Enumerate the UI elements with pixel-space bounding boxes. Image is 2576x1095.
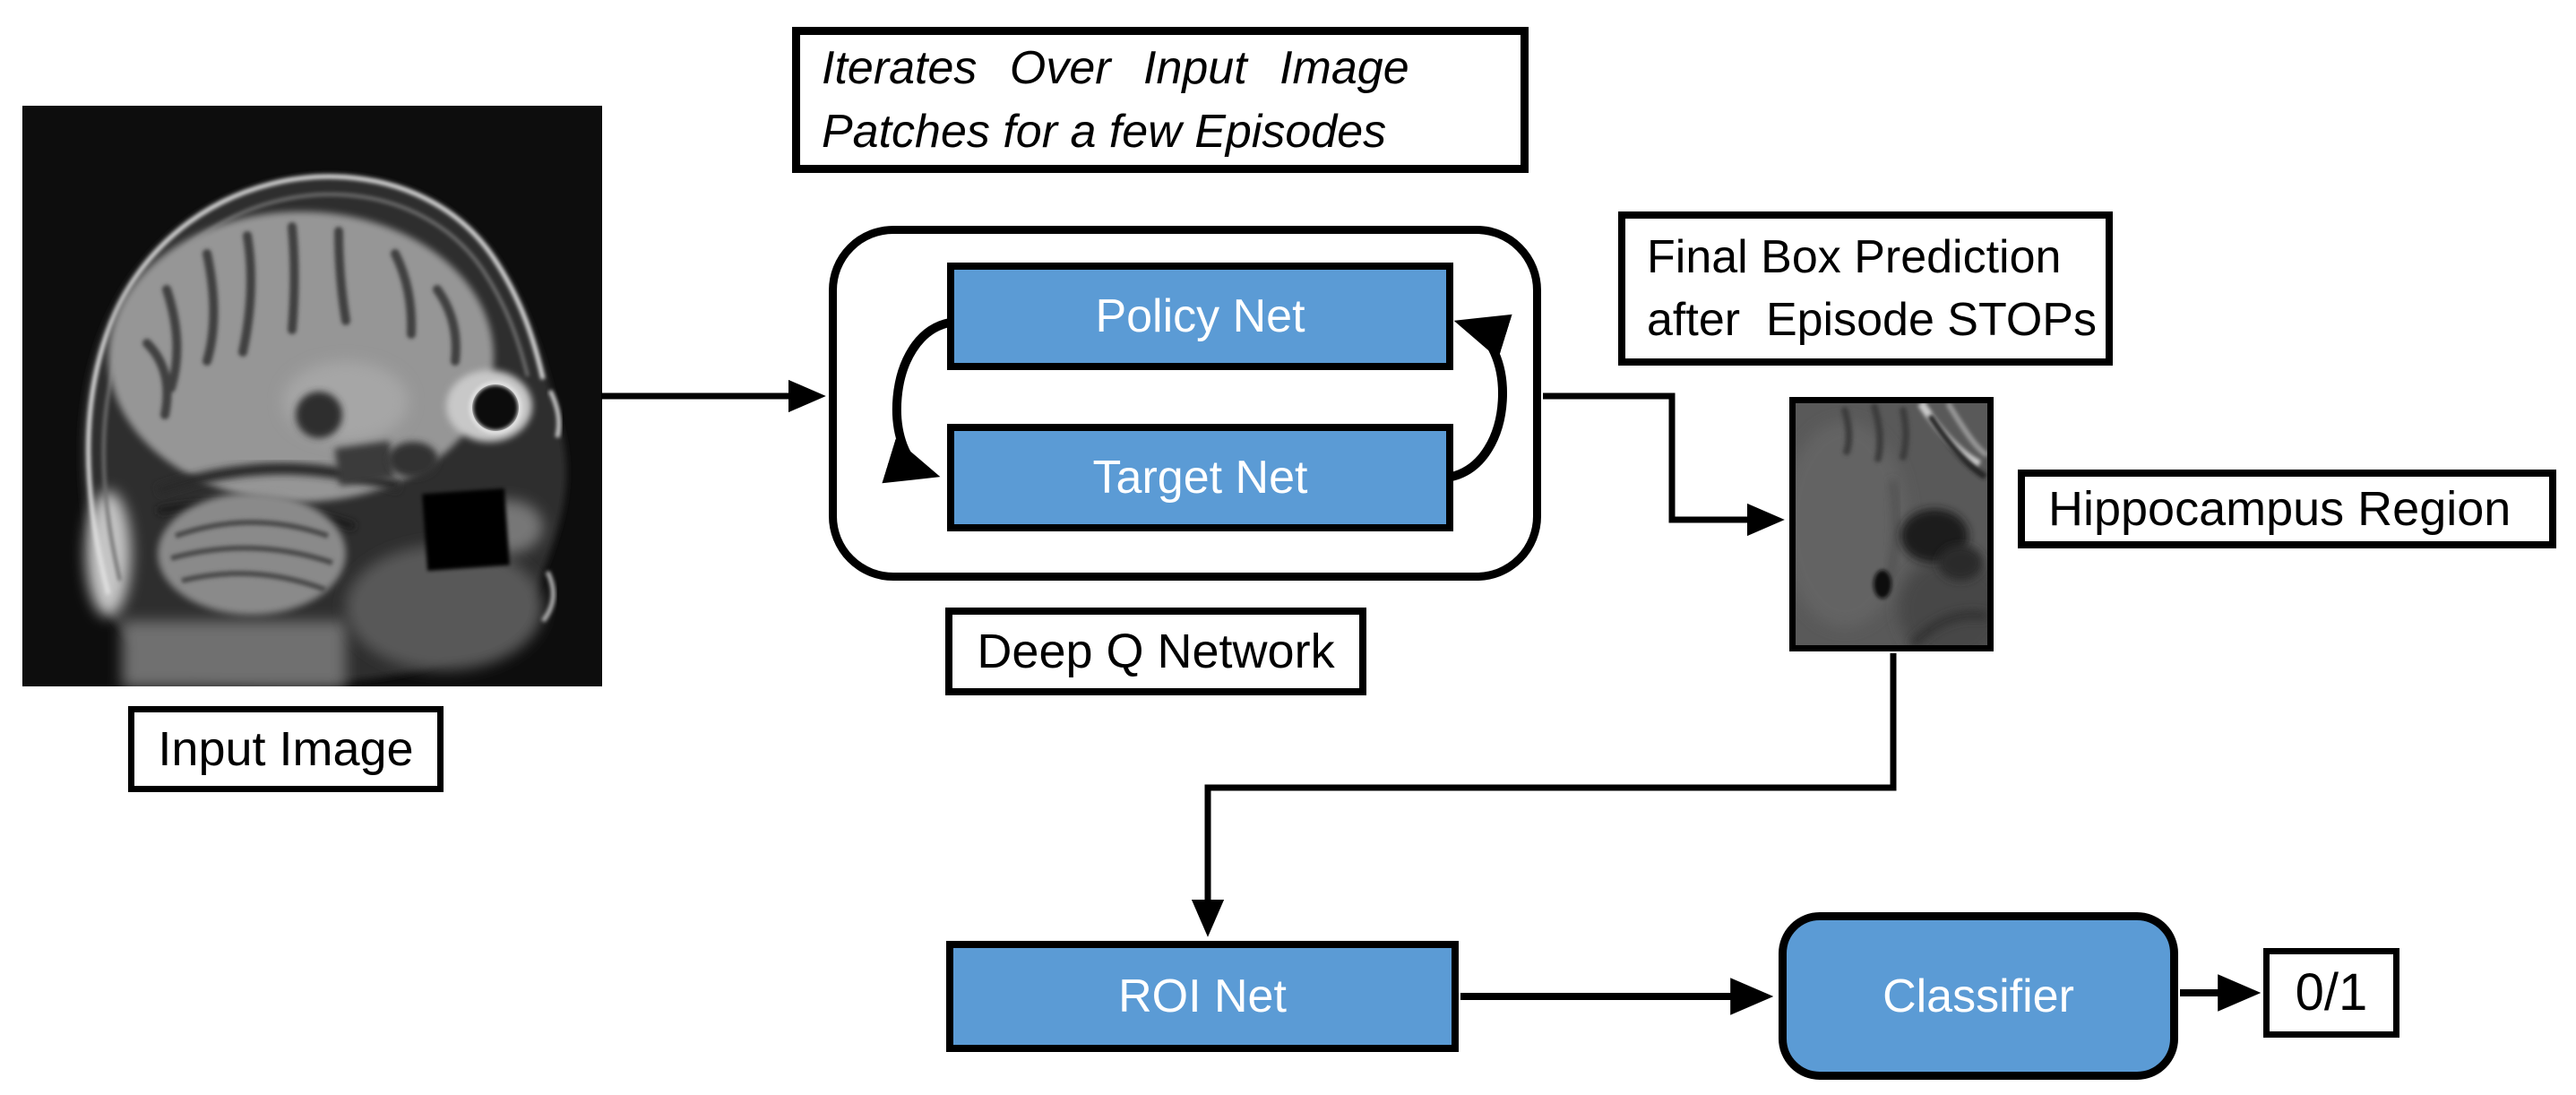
target-net-node: Target Net — [947, 424, 1453, 531]
output-box: 0/1 — [2263, 948, 2399, 1038]
iterates-note: Iterates Over Input Image Patches for a … — [792, 27, 1529, 173]
hippocampus-patch-art — [1796, 403, 1987, 645]
classifier-label: Classifier — [1882, 970, 2074, 1022]
iterates-note-line2: Patches for a few Episodes — [822, 105, 1387, 158]
hippocampus-region-label-text: Hippocampus Region — [2048, 481, 2511, 536]
input-image-label: Input Image — [128, 706, 444, 792]
dqn-label-text: Deep Q Network — [977, 624, 1335, 678]
target-net-label: Target Net — [1092, 452, 1308, 504]
iterates-note-line1: Iterates Over Input Image — [822, 42, 1409, 95]
arrow-dqn-to-patch — [1543, 392, 1785, 537]
final-box-note-line2: after Episode STOPs — [1647, 294, 2097, 346]
input-image-label-text: Input Image — [158, 721, 414, 776]
output-box-text: 0/1 — [2295, 962, 2368, 1022]
dqn-label: Deep Q Network — [945, 608, 1366, 695]
classifier-node: Classifier — [1779, 912, 2178, 1080]
hippocampus-region-label: Hippocampus Region — [2018, 470, 2556, 548]
roi-net-label: ROI Net — [1118, 970, 1287, 1022]
final-box-note: Final Box Prediction after Episode STOPs — [1618, 211, 2113, 366]
hippocampus-patch-image — [1789, 397, 1994, 651]
roi-net-node: ROI Net — [946, 941, 1459, 1052]
policy-net-label: Policy Net — [1095, 290, 1305, 342]
sagittal-mri-image — [22, 106, 602, 686]
policy-net-node: Policy Net — [947, 263, 1453, 370]
sagittal-mri-art — [23, 106, 601, 686]
final-box-note-line1: Final Box Prediction — [1647, 230, 2062, 283]
dqn-container — [829, 226, 1541, 581]
